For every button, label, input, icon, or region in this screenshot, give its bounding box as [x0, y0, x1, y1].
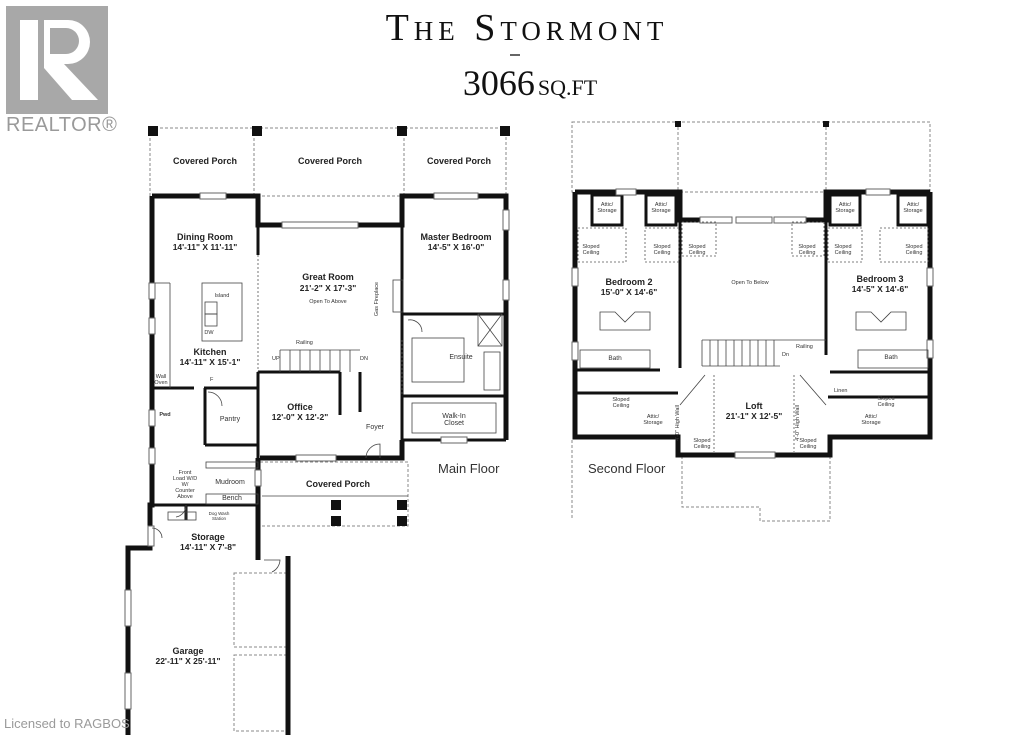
note-bench: Bench	[222, 495, 242, 502]
note-walk-in-closet: Walk-In Closet	[442, 413, 466, 427]
room-dining-room: Dining Room	[177, 232, 233, 242]
room-garage-dims: 22'-11" X 25'-11"	[155, 656, 221, 666]
note-attic-storage-3: Attic/ Storage	[835, 202, 855, 214]
realtor-logo-icon	[6, 6, 108, 114]
room-covered-porch-right: Covered Porch	[426, 156, 492, 166]
room-great-room-dims: 21'-2" X 17'-3"	[299, 283, 357, 293]
note-wall-oven: Wall Oven	[154, 374, 168, 386]
note-sloped-ceiling-5: Sloped Ceiling	[834, 244, 852, 256]
note-linen: Linen	[834, 388, 848, 394]
room-office: Office	[287, 402, 313, 412]
note-dn: DN	[360, 356, 368, 362]
room-master-bedroom-dims: 14'-5" X 16'-0"	[427, 242, 485, 252]
room-bedroom-3: Bedroom 3	[856, 274, 904, 284]
note-sloped-ceiling-3: Sloped Ceiling	[688, 244, 706, 256]
room-loft-dims: 21'-1" X 12'-5"	[725, 411, 783, 421]
area-value: 3066	[462, 63, 535, 103]
note-sloped-ceiling-8: Sloped Ceiling	[877, 396, 895, 408]
note-sloped-ceiling-1: Sloped Ceiling	[582, 244, 600, 256]
room-covered-porch-left: Covered Porch	[172, 156, 238, 166]
room-covered-porch-front: Covered Porch	[305, 479, 371, 489]
room-master-bedroom: Master Bedroom	[420, 232, 492, 242]
note-railing: Railing	[296, 340, 313, 346]
note-pwd: Pwd	[159, 412, 171, 418]
note-railing-2: Railing	[796, 344, 813, 350]
room-bedroom-2: Bedroom 2	[605, 277, 653, 287]
note-bath-3: Bath	[884, 354, 898, 361]
title-divider	[510, 54, 520, 56]
second-floor-label: Second Floor	[588, 461, 666, 476]
note-up: UP	[272, 356, 280, 362]
note-dn-2: Dn	[782, 352, 790, 358]
room-kitchen: Kitchen	[193, 347, 227, 357]
note-attic-storage-6: Attic/ Storage	[861, 414, 881, 426]
note-dw: DW	[204, 330, 214, 336]
note-sloped-ceiling-9: Sloped Ceiling	[693, 438, 711, 450]
note-front-load-wd: Front Load W/D W/ Counter Above	[172, 470, 198, 500]
note-sloped-ceiling-10: Sloped Ceiling	[799, 438, 817, 450]
room-garage: Garage	[172, 646, 204, 656]
note-attic-storage-1: Attic/ Storage	[597, 202, 617, 214]
main-floor-label: Main Floor	[438, 461, 500, 476]
room-covered-porch-center: Covered Porch	[297, 156, 363, 166]
note-sloped-ceiling-2: Sloped Ceiling	[653, 244, 671, 256]
note-sloped-ceiling-4: Sloped Ceiling	[798, 244, 816, 256]
room-kitchen-dims: 14'-11" X 15'-1"	[179, 357, 241, 367]
note-island: Island	[214, 293, 230, 299]
note-dog-wash: Dog Wash Station	[208, 511, 230, 521]
area-unit: SQ.FT	[537, 75, 598, 100]
note-ensuite: Ensuite	[449, 354, 473, 361]
license-watermark: Licensed to RAGBOS	[4, 716, 130, 731]
plan-title: The Stormont	[385, 7, 669, 49]
note-pantry: Pantry	[219, 416, 241, 423]
note-mudroom: Mudroom	[215, 479, 245, 486]
note-attic-storage-2: Attic/ Storage	[651, 202, 671, 214]
note-open-to-above: Open To Above	[309, 299, 347, 305]
room-dining-room-dims: 14'-11" X 11'-11"	[172, 242, 238, 252]
note-sloped-ceiling-6: Sloped Ceiling	[905, 244, 923, 256]
room-storage-dims: 14'-11" X 7'-8"	[179, 542, 237, 552]
note-attic-storage-5: Attic/ Storage	[643, 414, 663, 426]
realtor-logo-text: REALTOR®	[6, 114, 118, 136]
room-office-dims: 12'-0" X 12'-2"	[271, 412, 329, 422]
room-storage: Storage	[191, 532, 225, 542]
note-open-to-below: Open To Below	[731, 280, 769, 286]
note-sloped-ceiling-7: Sloped Ceiling	[612, 397, 630, 409]
room-bedroom-3-dims: 14'-5" X 14'-6"	[851, 284, 909, 294]
note-gas-fireplace: Gas Fireplace	[374, 281, 381, 317]
note-attic-storage-4: Attic/ Storage	[903, 202, 923, 214]
note-bath-2: Bath	[608, 355, 622, 362]
note-foyer: Foyer	[366, 424, 384, 431]
room-bedroom-2-dims: 15'-0" X 14'-6"	[600, 287, 658, 297]
room-great-room: Great Room	[302, 272, 354, 282]
room-loft: Loft	[745, 401, 763, 411]
note-fridge: F	[210, 377, 214, 383]
note-high-wall-1: 4'-0" High Wall	[674, 405, 681, 441]
